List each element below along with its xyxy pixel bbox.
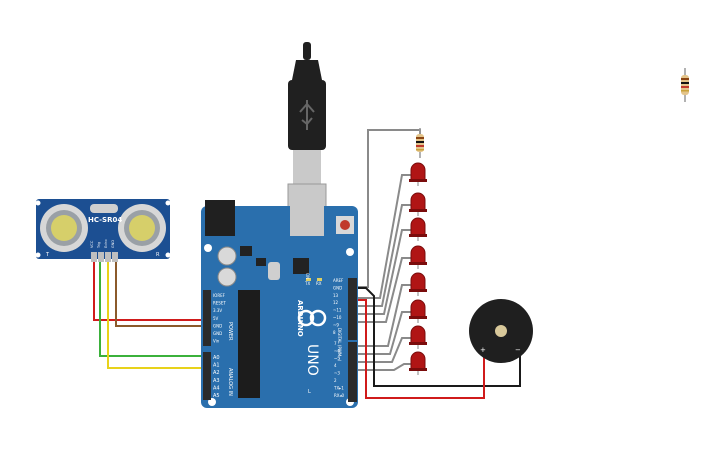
sensor-mark-r: R: [156, 252, 160, 258]
power-pin-label: 3.3V: [213, 308, 222, 313]
led-red[interactable]: [409, 217, 427, 241]
digital-pin-label: ~9: [333, 322, 339, 327]
sensor-pin-label: GND: [111, 240, 115, 248]
power-pin-label: RESET: [213, 301, 226, 306]
digital-pin-label: 8: [333, 330, 336, 335]
on-label: ON: [305, 273, 310, 279]
power-header: [203, 290, 211, 346]
sensor-pin-label: Trig: [97, 242, 101, 249]
led-red[interactable]: [409, 351, 427, 375]
led-red[interactable]: [409, 162, 427, 186]
power-label: POWER: [227, 322, 233, 341]
buzzer-minus: −: [515, 346, 521, 354]
digital-header-top: [348, 278, 357, 340]
wire-led-3[interactable]: [358, 229, 418, 315]
arduino-logo-icon: [297, 309, 327, 327]
digital-pin-label: 12: [333, 300, 339, 305]
power-pin-label: 5V: [213, 316, 219, 321]
power-pin-label: GND: [213, 331, 222, 336]
wire-led-2[interactable]: [358, 204, 418, 307]
wire-led-4[interactable]: [358, 257, 418, 323]
led-red[interactable]: [409, 325, 427, 349]
wire-green-trig[interactable]: [99, 262, 210, 357]
power-pin-label: Vin: [213, 339, 220, 344]
resistor[interactable]: [416, 128, 424, 158]
analog-pin-label: A4: [213, 385, 220, 391]
led-red[interactable]: [409, 272, 427, 296]
tx-label: TX: [304, 281, 310, 286]
sensor-pin-label: VCC: [90, 240, 94, 248]
analog-header: [203, 352, 211, 400]
usb-chip: [293, 258, 309, 274]
digital-pin-label: RX◂0: [334, 393, 345, 398]
wire-red-vcc[interactable]: [93, 262, 210, 321]
led-red[interactable]: [409, 299, 427, 323]
wire-black-gnd-buzzer[interactable]: [358, 287, 521, 387]
digital-pin-label: 7: [334, 341, 337, 346]
l-label: L: [308, 389, 311, 395]
power-pin-labels: IOREF RESET 3.3V 5V GND GND Vin: [213, 293, 226, 344]
digital-pin-label: ~11: [333, 308, 342, 313]
atmega-chip: [238, 290, 260, 398]
arduino-uno-board[interactable]: TX RX L ON ARDUINO UNO POWER ANALOG IN D…: [201, 190, 358, 408]
digital-pin-label: TX▸1: [333, 385, 344, 390]
sensor-mark-t: T: [45, 252, 50, 258]
wire-brown-gnd[interactable]: [115, 262, 210, 327]
arduino-logo-text: ARDUINO: [296, 300, 304, 337]
digital-pin-label: 13: [333, 293, 339, 298]
power-pin-label: IOREF: [213, 293, 226, 298]
digital-label: DIGITAL (PWM~): [337, 328, 342, 362]
analog-label: ANALOG IN: [227, 368, 233, 396]
led-column: [409, 162, 427, 375]
digital-pin-label: 4: [334, 363, 337, 368]
analog-pin-label: A1: [213, 363, 220, 369]
crystal: [90, 204, 118, 213]
digital-pin-label: 2: [334, 378, 337, 383]
power-pin-label: GND: [213, 323, 222, 328]
digital-pin-labels-bottom: 7 ~6 ~5 4 ~3 2TX▸1RX◂0: [333, 341, 345, 398]
wire-red-buzzer[interactable]: [358, 299, 485, 399]
analog-pin-label: A5: [213, 393, 220, 399]
digital-pin-label: ~3: [334, 371, 340, 376]
led-red[interactable]: [409, 245, 427, 269]
usb-icon: [299, 100, 315, 130]
piezo-buzzer[interactable]: + −: [469, 299, 533, 363]
transmitter-icon: [40, 204, 88, 252]
wire-yellow-echo[interactable]: [107, 262, 210, 369]
receiver-icon: [118, 204, 166, 252]
sensor-pin-label: Echo: [104, 240, 108, 249]
digital-pin-label: GND: [333, 285, 342, 290]
resistor-loose[interactable]: [681, 68, 689, 102]
capacitor: [217, 246, 237, 266]
led-red[interactable]: [409, 192, 427, 216]
wires: [93, 129, 521, 399]
analog-pin-label: A0: [213, 355, 220, 361]
digital-pin-label: ~5: [334, 356, 340, 361]
usb-port: [290, 190, 324, 236]
sensor-name: HC-SR04: [88, 216, 122, 224]
digital-pin-label: ~6: [334, 348, 340, 353]
uno-label: UNO: [304, 344, 320, 376]
rx-label: RX: [316, 281, 322, 286]
capacitor: [217, 267, 237, 287]
power-jack: [205, 200, 235, 236]
analog-pin-label: A3: [213, 378, 220, 384]
digital-pin-label: AREF: [333, 278, 344, 283]
digital-pin-labels-top: AREF GND 13 12 ~11 ~10 ~9 8: [333, 278, 344, 335]
analog-pin-label: A2: [213, 370, 220, 376]
wire-led-1[interactable]: [358, 174, 418, 299]
digital-pin-label: ~10: [333, 315, 342, 320]
digital-header-bottom: [348, 342, 357, 402]
buzzer-plus: +: [480, 346, 486, 354]
